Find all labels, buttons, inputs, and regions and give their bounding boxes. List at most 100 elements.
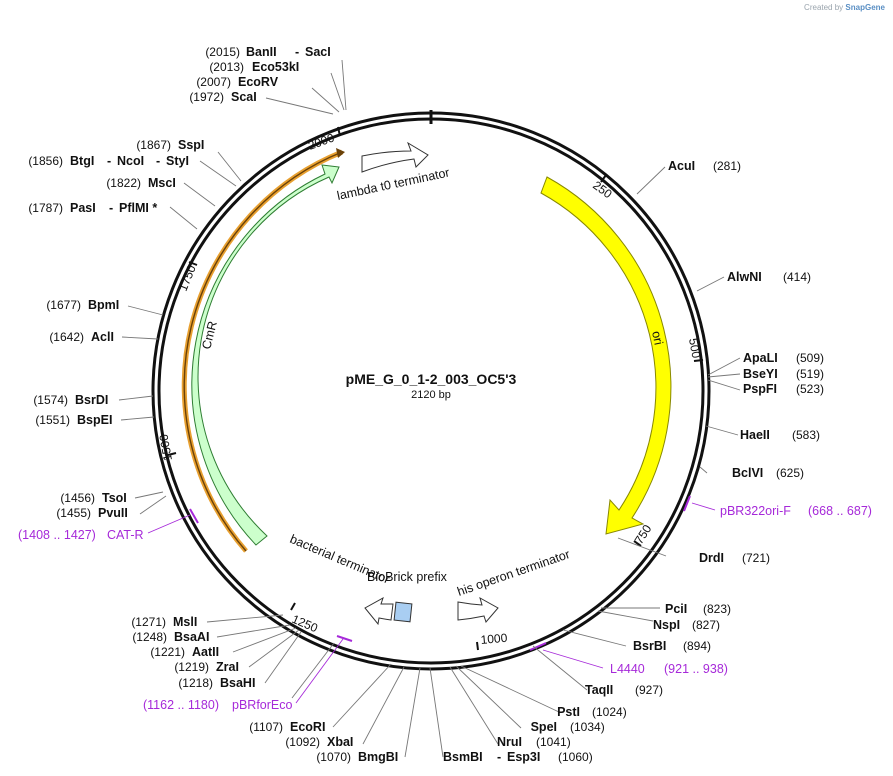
site-bsaai: BsaAI bbox=[174, 630, 209, 644]
site-esp3i: Esp3I bbox=[507, 750, 540, 764]
site-aatii: AatII bbox=[192, 645, 219, 659]
site-bclvi: BclVI bbox=[732, 466, 763, 480]
site-pos-bspei: (1551) bbox=[35, 413, 70, 427]
site-pos-pvuii: (1455) bbox=[56, 506, 91, 520]
label-ori: ori bbox=[649, 330, 666, 347]
site-msli: MslI bbox=[173, 615, 197, 629]
site-pos-pcii: (823) bbox=[703, 602, 731, 616]
site-pos-tsoi: (1456) bbox=[60, 491, 95, 505]
site-banii: BanII bbox=[246, 45, 277, 59]
site-pos-ecorv: (2007) bbox=[196, 75, 231, 89]
sites-left: (2015) BanII - SacI (2013) Eco53kI (2007… bbox=[28, 45, 398, 764]
site-nrui: NruI bbox=[497, 735, 522, 749]
primer-l4440: L4440 bbox=[610, 662, 645, 676]
site-pos-acli: (1642) bbox=[49, 330, 84, 344]
sites-bottom-right: BsmBI - Esp3I (1060) NruI (1041) SpeI (1… bbox=[443, 705, 627, 764]
backbone bbox=[151, 110, 711, 671]
primer-range-l4440: (921 .. 938) bbox=[664, 662, 728, 676]
site-pvuii: PvuII bbox=[98, 506, 128, 520]
site-pos-bsrdi: (1574) bbox=[33, 393, 68, 407]
feature-his-operon-terminator bbox=[457, 596, 499, 623]
site-xbai: XbaI bbox=[327, 735, 353, 749]
site-pos-ecori: (1107) bbox=[249, 720, 283, 734]
primer-pbrforeco: pBRforEco bbox=[232, 698, 292, 712]
site-separator: - bbox=[107, 154, 111, 168]
site-pos-psti: (1024) bbox=[592, 705, 627, 719]
site-pos-bpmi: (1677) bbox=[46, 298, 81, 312]
feature-ori bbox=[540, 176, 672, 535]
label-biobrick-prefix: BioBrick prefix bbox=[367, 570, 448, 584]
feature-biobrick-prefix bbox=[393, 601, 413, 623]
site-pos-bsahi: (1218) bbox=[178, 676, 213, 690]
site-sspi: SspI bbox=[178, 138, 204, 152]
site-pos-apali: (509) bbox=[796, 351, 824, 365]
site-ncoi: NcoI bbox=[117, 154, 144, 168]
site-pos-haeii: (583) bbox=[792, 428, 820, 442]
site-pos-pspfi: (523) bbox=[796, 382, 824, 396]
primer-cat-r: CAT-R bbox=[107, 528, 144, 542]
site-pos-nspi: (827) bbox=[692, 618, 720, 632]
site-pos-xbai: (1092) bbox=[285, 735, 320, 749]
site-pos-bsaai: (1248) bbox=[132, 630, 167, 644]
site-apali: ApaLI bbox=[743, 351, 778, 365]
site-pos-zrai: (1219) bbox=[174, 660, 209, 674]
ring-ticks bbox=[167, 126, 704, 651]
primer-range-cat-r: (1408 .. 1427) bbox=[18, 528, 96, 542]
site-bsahi: BsaHI bbox=[220, 676, 255, 690]
tick-label-2000: 2000 bbox=[306, 130, 336, 152]
site-separator: - bbox=[156, 154, 160, 168]
feature-lambda-t0-terminator bbox=[361, 141, 429, 173]
site-saci: SacI bbox=[305, 45, 331, 59]
label-lambda-t0-terminator: lambda t0 terminator bbox=[336, 165, 451, 203]
site-pos-bclvi: (625) bbox=[776, 466, 804, 480]
site-ecori: EcoRI bbox=[290, 720, 325, 734]
site-pos-bsrbi: (894) bbox=[683, 639, 711, 653]
site-bseyi: BseYI bbox=[743, 367, 778, 381]
primer-labels: pBR322ori-F (668 .. 687) (1408 .. 1427) … bbox=[18, 504, 872, 712]
site-psti: PstI bbox=[557, 705, 580, 719]
feature-bacterial-terminator bbox=[364, 596, 394, 626]
tick-label-1000: 1000 bbox=[480, 631, 508, 647]
sites-right: AcuI (281) AlwNI (414) ApaLI (509) BseYI… bbox=[585, 159, 824, 697]
watermark-prefix: Created by bbox=[804, 3, 844, 12]
site-spei: SpeI bbox=[531, 720, 557, 734]
primer-pbr322ori-f: pBR322ori-F bbox=[720, 504, 791, 518]
site-pspfi: PspFI bbox=[743, 382, 777, 396]
label-his-operon-terminator: his operon terminator bbox=[455, 547, 571, 599]
site-msci: MscI bbox=[148, 176, 176, 190]
site-pos-banii: (2015) bbox=[205, 45, 240, 59]
site-pos-msci: (1822) bbox=[106, 176, 141, 190]
site-bsrbi: BsrBI bbox=[633, 639, 666, 653]
site-separator: - bbox=[109, 201, 113, 215]
site-pos-btgi: (1856) bbox=[28, 154, 63, 168]
tick-label-500: 500 bbox=[686, 337, 703, 359]
site-eco53ki: Eco53kI bbox=[252, 60, 299, 74]
tick-label-1750: 1750 bbox=[176, 263, 199, 293]
snapgene-watermark: Created by SnapGene bbox=[804, 3, 885, 12]
site-alwni: AlwNI bbox=[727, 270, 762, 284]
primer-marks bbox=[189, 495, 691, 651]
site-pos-scai: (1972) bbox=[189, 90, 224, 104]
site-pos-drdi: (721) bbox=[742, 551, 770, 565]
site-pcii: PciI bbox=[665, 602, 687, 616]
site-haeii: HaeII bbox=[740, 428, 770, 442]
site-taqii: TaqII bbox=[585, 683, 613, 697]
site-pasi: PasI bbox=[70, 201, 96, 215]
site-pos-nrui: (1041) bbox=[536, 735, 571, 749]
site-acui: AcuI bbox=[668, 159, 695, 173]
primer-range-pbr322ori-f: (668 .. 687) bbox=[808, 504, 872, 518]
site-pos-msli: (1271) bbox=[131, 615, 166, 629]
site-pos-bseyi: (519) bbox=[796, 367, 824, 381]
site-tsoi: TsoI bbox=[102, 491, 127, 505]
site-separator: - bbox=[295, 45, 299, 59]
watermark-brand: SnapGene bbox=[845, 3, 885, 12]
site-pos-alwni: (414) bbox=[783, 270, 811, 284]
site-pos-sspi: (1867) bbox=[136, 138, 171, 152]
site-styi: StyI bbox=[166, 154, 189, 168]
site-pos-spei: (1034) bbox=[570, 720, 605, 734]
site-bpmi: BpmI bbox=[88, 298, 119, 312]
primer-leader-lines bbox=[147, 502, 716, 704]
site-pos-acui: (281) bbox=[713, 159, 741, 173]
site-separator: - bbox=[497, 750, 501, 764]
